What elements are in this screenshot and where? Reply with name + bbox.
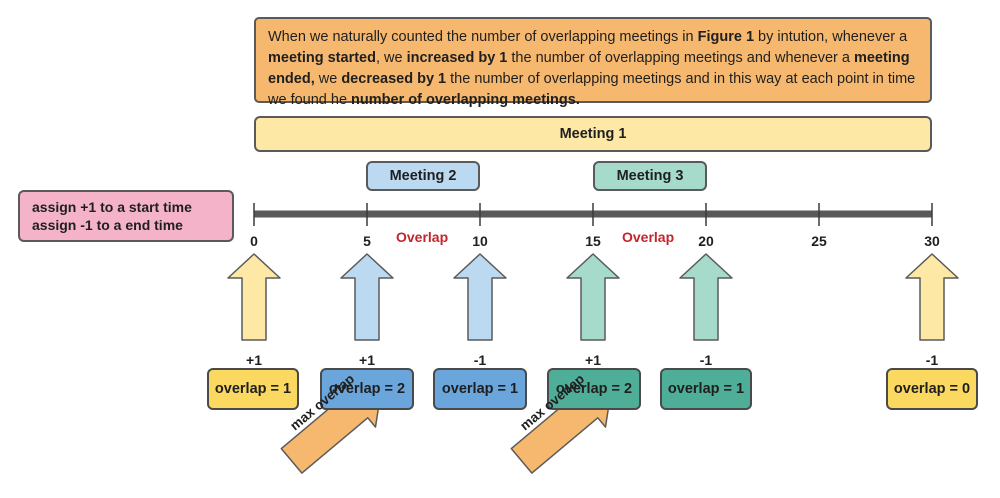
meeting-3-bar: Meeting 3	[593, 161, 707, 191]
meeting-2-label: Meeting 2	[389, 168, 457, 184]
meeting-1-label: Meeting 1	[559, 126, 627, 142]
tick-label: 20	[698, 233, 714, 249]
note-text: the number of overlapping meetings and i…	[268, 71, 916, 108]
tick-label: 10	[472, 233, 488, 249]
overlap-label-2: Overlap	[622, 229, 675, 245]
note-text: , we	[375, 50, 407, 66]
overlap-count-box: overlap = 1	[207, 368, 299, 410]
overlap-count-box: overlap = 0	[886, 368, 978, 410]
delta-label: -1	[925, 352, 939, 368]
up-arrow-20	[679, 253, 733, 341]
overlap-count-box: overlap = 1	[660, 368, 752, 410]
note-bold: number of overlapping meetings.	[351, 92, 580, 108]
overlap-count-box: overlap = 2	[547, 368, 641, 410]
tick-label: 0	[250, 233, 258, 249]
meeting-2-bar: Meeting 2	[366, 161, 480, 191]
meeting-1-bar: Meeting 1	[254, 116, 932, 152]
note-text: we	[314, 71, 342, 87]
note-text: by intution, whenever a	[754, 29, 908, 45]
note-bold: increased by 1	[406, 50, 508, 66]
note-bold: meeting started	[268, 50, 376, 66]
note-bold: Figure 1	[697, 29, 755, 45]
up-arrow-0	[227, 253, 281, 341]
tick-label: 25	[811, 233, 827, 249]
up-arrow-30	[905, 253, 959, 341]
delta-label: +1	[359, 352, 375, 368]
tick-label: 5	[363, 233, 371, 249]
legend-start-rule: assign +1 to a start time	[32, 199, 192, 215]
note-text: When we naturally counted the number of …	[268, 29, 698, 45]
note-bold: meeting ended,	[268, 50, 910, 87]
overlap-count-box: overlap = 2	[320, 368, 414, 410]
overlap-label-1: Overlap	[396, 229, 449, 245]
delta-label: +1	[246, 352, 262, 368]
timeline-ticks	[253, 203, 933, 226]
explanation-note: When we naturally counted the number of …	[254, 17, 932, 108]
up-arrow-5	[340, 253, 394, 341]
delta-label: -1	[699, 352, 713, 368]
note-text: the number of overlapping meetings and w…	[507, 50, 854, 66]
meeting-3-label: Meeting 3	[616, 168, 684, 184]
up-arrow-15	[566, 253, 620, 341]
tick-label: 30	[924, 233, 940, 249]
up-arrow-10	[453, 253, 507, 341]
tick-label: 15	[585, 233, 601, 249]
delta-label: +1	[585, 352, 601, 368]
assign-legend: assign +1 to a start time assign -1 to a…	[18, 190, 234, 242]
legend-end-rule: assign -1 to a end time	[32, 217, 183, 233]
overlap-count-box: overlap = 1	[433, 368, 527, 410]
note-bold: decreased by 1	[341, 71, 447, 87]
delta-label: -1	[473, 352, 487, 368]
